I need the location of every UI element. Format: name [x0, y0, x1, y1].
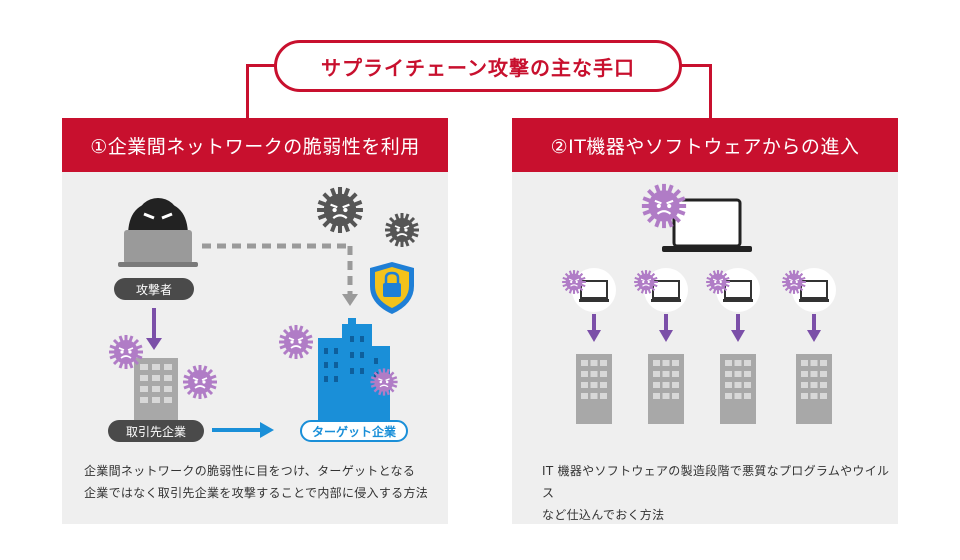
target-building-icon — [318, 318, 390, 422]
panel2-description: IT 機器やソフトウェアの製造段階で悪質なプログラムやウイルス など仕込んでおく… — [542, 460, 892, 526]
main-title: サプライチェーン攻撃の主な手口 — [274, 40, 682, 92]
device-column-2 — [633, 267, 689, 424]
panel1-description-line2: 企業ではなく取引先企業を攻撃することで内部に侵入する方法 — [84, 486, 429, 500]
dashed-intrusion-path — [202, 243, 353, 294]
panel1-illustration — [107, 172, 421, 438]
device-column-4 — [781, 267, 837, 424]
panel1-body: 攻撃者 取引先企業 ターゲット企業 企業間ネットワークの脆弱性に目をつけ、ターゲ… — [62, 172, 448, 524]
dashed-arrow-head — [342, 294, 358, 306]
device-column-3 — [705, 267, 761, 424]
supplier-label: 取引先企業 — [108, 420, 204, 442]
attack-arrow-head — [146, 338, 162, 350]
attacker-label-text: 攻撃者 — [135, 282, 172, 297]
panel1-description: 企業間ネットワークの脆弱性に目をつけ、ターゲットとなる 企業ではなく取引先企業を… — [84, 460, 434, 504]
shield-lock-icon — [370, 262, 414, 314]
supplier-building-icon — [134, 358, 178, 420]
connector-left-vertical — [246, 64, 249, 120]
panel2-body: IT 機器やソフトウェアの製造段階で悪質なプログラムやウイルス など仕込んでおく… — [512, 172, 898, 524]
attacker-label: 攻撃者 — [114, 278, 194, 300]
target-label: ターゲット企業 — [300, 420, 408, 442]
target-label-text: ターゲット企業 — [311, 424, 396, 439]
panel1-heading-text: ①企業間ネットワークの脆弱性を利用 — [90, 135, 420, 158]
panel2-illustration — [561, 181, 837, 424]
panel1-heading: ①企業間ネットワークの脆弱性を利用 — [62, 118, 448, 172]
device-column-1 — [561, 267, 617, 424]
panel1-description-line1: 企業間ネットワークの脆弱性に目をつけ、ターゲットとなる — [84, 464, 416, 478]
panel2-heading-text: ②IT機器やソフトウェアからの進入 — [550, 135, 860, 158]
supplier-label-text: 取引先企業 — [125, 424, 186, 439]
connector-left-horizontal — [246, 64, 276, 67]
panel2-heading: ②IT機器やソフトウェアからの進入 — [512, 118, 898, 172]
supplier-to-target-arrow-head — [260, 422, 274, 438]
connector-right-vertical — [709, 64, 712, 120]
panel2-description-line2: など仕込んでおく方法 — [542, 508, 665, 522]
connector-right-horizontal — [680, 64, 712, 67]
panel2-description-line1: IT 機器やソフトウェアの製造段階で悪質なプログラムやウイルス — [542, 464, 890, 500]
main-title-text: サプライチェーン攻撃の主な手口 — [321, 55, 635, 80]
laptop-icon — [662, 198, 752, 252]
attacker-icon — [118, 198, 198, 267]
